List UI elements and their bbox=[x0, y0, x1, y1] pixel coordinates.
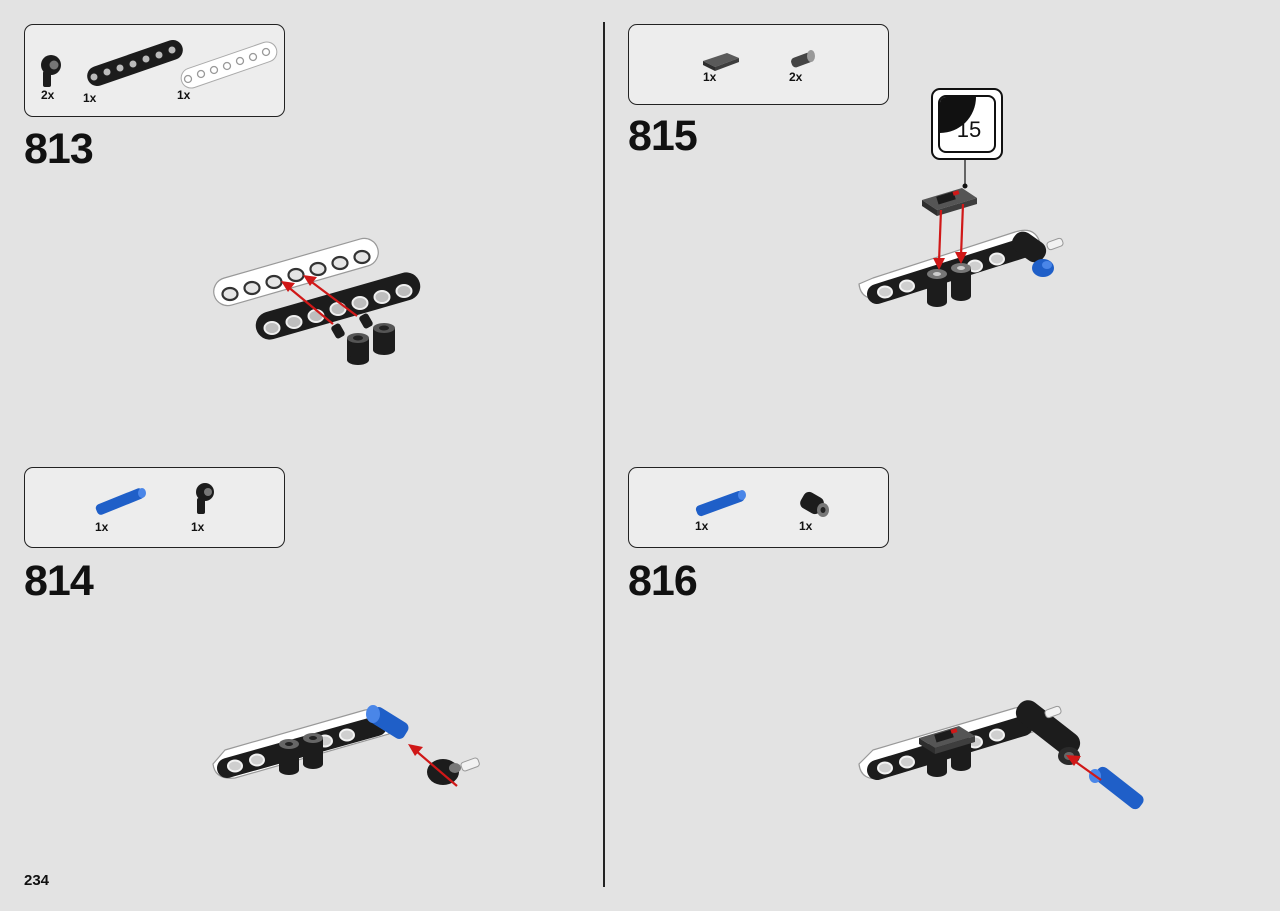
part-qty: 2x bbox=[41, 88, 55, 102]
bush-connector-icon bbox=[800, 491, 829, 517]
step-number: 813 bbox=[24, 125, 94, 173]
white-beam-7-icon bbox=[180, 41, 278, 89]
white-beam bbox=[858, 229, 1042, 304]
placement-arrow bbox=[281, 275, 358, 325]
part-qty: 1x bbox=[177, 88, 191, 102]
build-illustration-815 bbox=[858, 188, 1064, 307]
axle-connector-icon bbox=[41, 55, 61, 87]
part-qty: 1x bbox=[799, 519, 813, 533]
part-qty: 1x bbox=[83, 91, 97, 105]
axle-connector bbox=[427, 757, 480, 785]
sticker-number: 15 bbox=[956, 117, 982, 142]
dark-tile-1x2-icon bbox=[703, 53, 739, 71]
dark-tile bbox=[919, 726, 975, 754]
step-number: 816 bbox=[628, 557, 698, 605]
dark-tile bbox=[922, 188, 977, 216]
placement-arrow bbox=[408, 744, 458, 787]
blue-axle-pin bbox=[1089, 766, 1144, 810]
blue-axle-pin-icon bbox=[695, 490, 746, 517]
black-arm bbox=[1011, 231, 1064, 277]
placement-arrow bbox=[1066, 755, 1102, 781]
black-beam-7-icon bbox=[87, 39, 183, 87]
build-illustration-813 bbox=[213, 237, 421, 365]
parts-callout-814: 1x 1x bbox=[24, 467, 285, 548]
parts-callout-813: 2x 1x 1x bbox=[24, 24, 285, 117]
placement-arrow bbox=[933, 203, 967, 270]
axle-connector-icon bbox=[196, 483, 214, 514]
step-number: 814 bbox=[24, 557, 94, 605]
build-illustration-814 bbox=[212, 705, 480, 787]
build-illustration-816 bbox=[858, 700, 1144, 810]
page-divider bbox=[603, 22, 605, 887]
bush-connectors bbox=[279, 733, 323, 775]
friction-pin-icon bbox=[791, 50, 815, 68]
blue-axle-pin bbox=[366, 705, 409, 739]
sticker-frame: 15 bbox=[938, 95, 996, 153]
part-qty: 2x bbox=[789, 70, 803, 84]
bush-connectors bbox=[927, 742, 971, 777]
step-number: 815 bbox=[628, 112, 698, 160]
blue-axle-pin-icon bbox=[95, 488, 146, 515]
part-qty: 1x bbox=[703, 70, 717, 84]
parts-callout-815: 1x 2x bbox=[628, 24, 889, 105]
page-number: 234 bbox=[24, 872, 50, 889]
parts-callout-816: 1x 1x bbox=[628, 467, 889, 548]
part-qty: 1x bbox=[95, 520, 109, 534]
axle-connector bbox=[359, 313, 395, 355]
part-qty: 1x bbox=[191, 520, 205, 534]
sticker-leader-line bbox=[962, 160, 968, 189]
white-beam bbox=[213, 237, 379, 307]
axle-connector bbox=[331, 323, 369, 365]
bush-connectors bbox=[927, 263, 971, 307]
white-beam bbox=[212, 708, 390, 779]
sticker-callout: 15 bbox=[931, 88, 1003, 160]
part-qty: 1x bbox=[695, 519, 709, 533]
